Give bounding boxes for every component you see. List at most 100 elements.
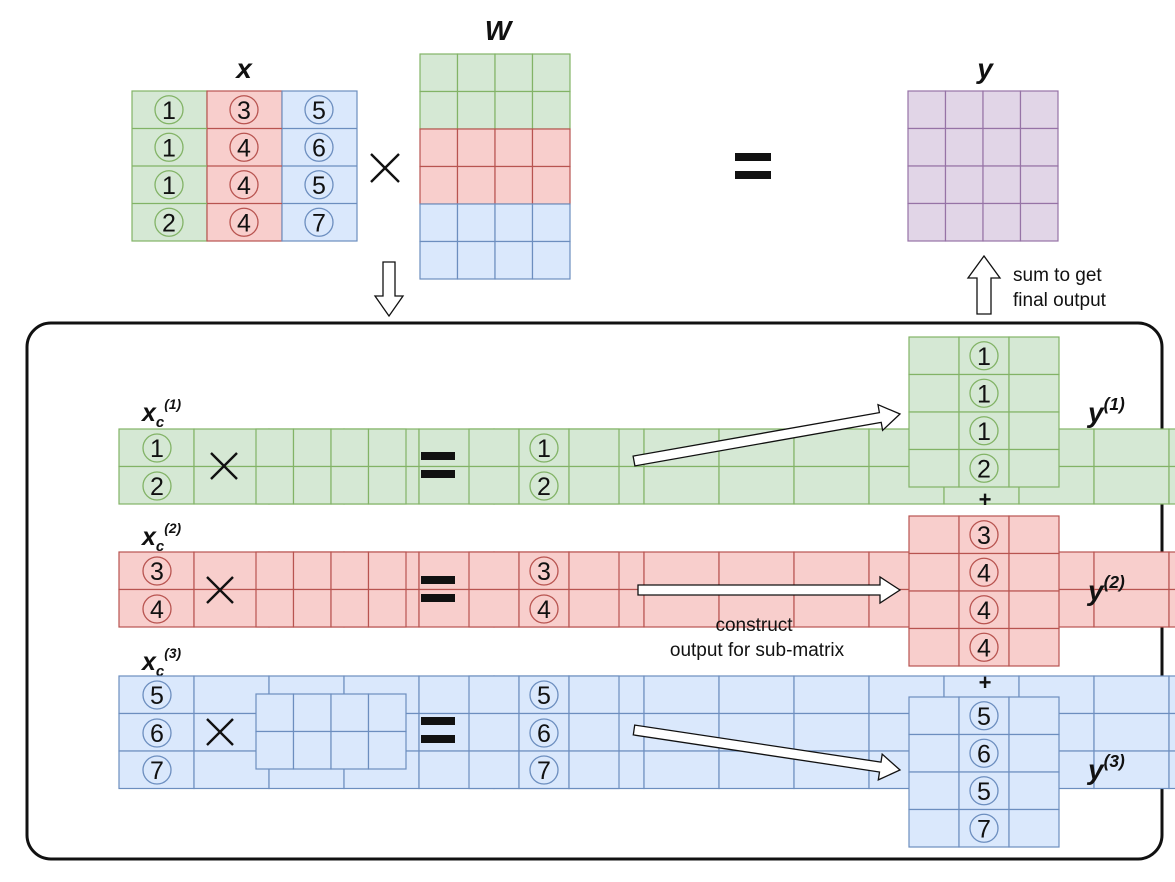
xc2-value: 3 [150,558,164,586]
grid-cell [718,675,795,715]
grid-cell [531,53,571,93]
grid-cell [419,53,459,93]
grid-cell [518,750,570,790]
grid-cell [367,551,407,591]
grid-cell [944,165,984,205]
times-symbol-top [370,153,400,183]
w-sub-matrix-1 [255,428,407,505]
xc3-value-circle [142,755,172,785]
grid-cell [419,240,459,280]
grid-cell [1019,90,1059,130]
grid-cell [793,551,870,591]
grid-cell [1019,202,1059,242]
y1-matrix-value-circle [969,378,999,408]
grid-cell [568,465,620,505]
grid-cell [118,465,195,505]
result1-value: 1 [537,435,551,463]
y3-matrix-value-circle [969,738,999,768]
result-matrix-3 [468,675,620,790]
x-value-circle [229,170,259,200]
grid-cell [456,203,496,243]
grid-cell [531,240,571,280]
grid-cell [793,675,870,715]
grid-cell [494,203,534,243]
y1-matrix-value-circle [969,453,999,483]
xc1-value-circle [142,471,172,501]
grid-cell [330,551,370,591]
y2-matrix-value-circle [969,595,999,625]
x-value: 6 [312,134,326,162]
y2-matrix-value: 4 [977,634,991,662]
grid-cell [494,128,534,168]
grid-cell [118,551,195,591]
grid-cell [1008,515,1060,555]
grid-cell [944,90,984,130]
grid-cell [468,465,520,505]
grid-cell [1093,551,1170,591]
x-value-circle [304,95,334,125]
x-value: 5 [312,172,326,200]
w-matrix-label: W [485,15,514,46]
grid-cell [958,552,1010,592]
x-value: 1 [162,97,176,125]
grid-cell [958,627,1010,667]
grid-cell [292,428,332,468]
arrow-row3 [632,724,902,781]
grid-cell [1008,590,1060,630]
y3-matrix [908,696,1060,848]
grid-cell [793,465,870,505]
grid-cell [367,465,407,505]
grid-cell [292,730,332,770]
y1-matrix-value-circle [969,416,999,446]
grid-cell [1093,428,1170,468]
grid-cell [907,202,947,242]
grid-cell [958,448,1010,488]
y3-matrix-value: 6 [977,740,991,768]
result3-value-circle [529,680,559,710]
grid-cell [468,750,520,790]
result3-value-circle [529,718,559,748]
grid-cell [1093,588,1170,628]
xc3-value: 5 [150,682,164,710]
x-value: 5 [312,97,326,125]
grid-cell [367,428,407,468]
grid-cell [944,127,984,167]
w-matrix-blue-rows [419,203,571,280]
result-matrix-2 [468,551,620,628]
grid-cell [907,165,947,205]
xc2-value-circle [142,556,172,586]
y2-matrix-value: 3 [977,522,991,550]
grid-cell [568,588,620,628]
y3-matrix-value: 5 [977,703,991,731]
grid-cell [982,90,1022,130]
x-value: 4 [237,209,251,237]
grid-cell [718,551,795,591]
grid-cell [1008,448,1060,488]
plus-sign-1: + [979,487,992,512]
grid-cell [1093,465,1170,505]
grid-cell [1008,627,1060,667]
y3-label: y(3) [1086,751,1125,785]
grid-cell [292,551,332,591]
grid-cell [531,128,571,168]
x-value: 1 [162,134,176,162]
grid-cell [118,750,195,790]
grid-cell [494,240,534,280]
grid-cell [982,165,1022,205]
down-arrow [373,261,405,318]
grid-cell [494,53,534,93]
grid-cell [958,771,1010,811]
x-value-circle [154,207,184,237]
grid-cell [1168,588,1175,628]
result2-value-circle [529,556,559,586]
grid-cell [1093,675,1170,715]
grid-cell [468,712,520,752]
w-sub-matrix-2 [255,551,407,628]
grid-cell [908,552,960,592]
grid-cell [494,165,534,205]
grid-cell [1168,551,1175,591]
y1-matrix-value: 1 [977,343,991,371]
grid-cell [456,53,496,93]
x-value: 2 [162,209,176,237]
grid-cell [468,428,520,468]
